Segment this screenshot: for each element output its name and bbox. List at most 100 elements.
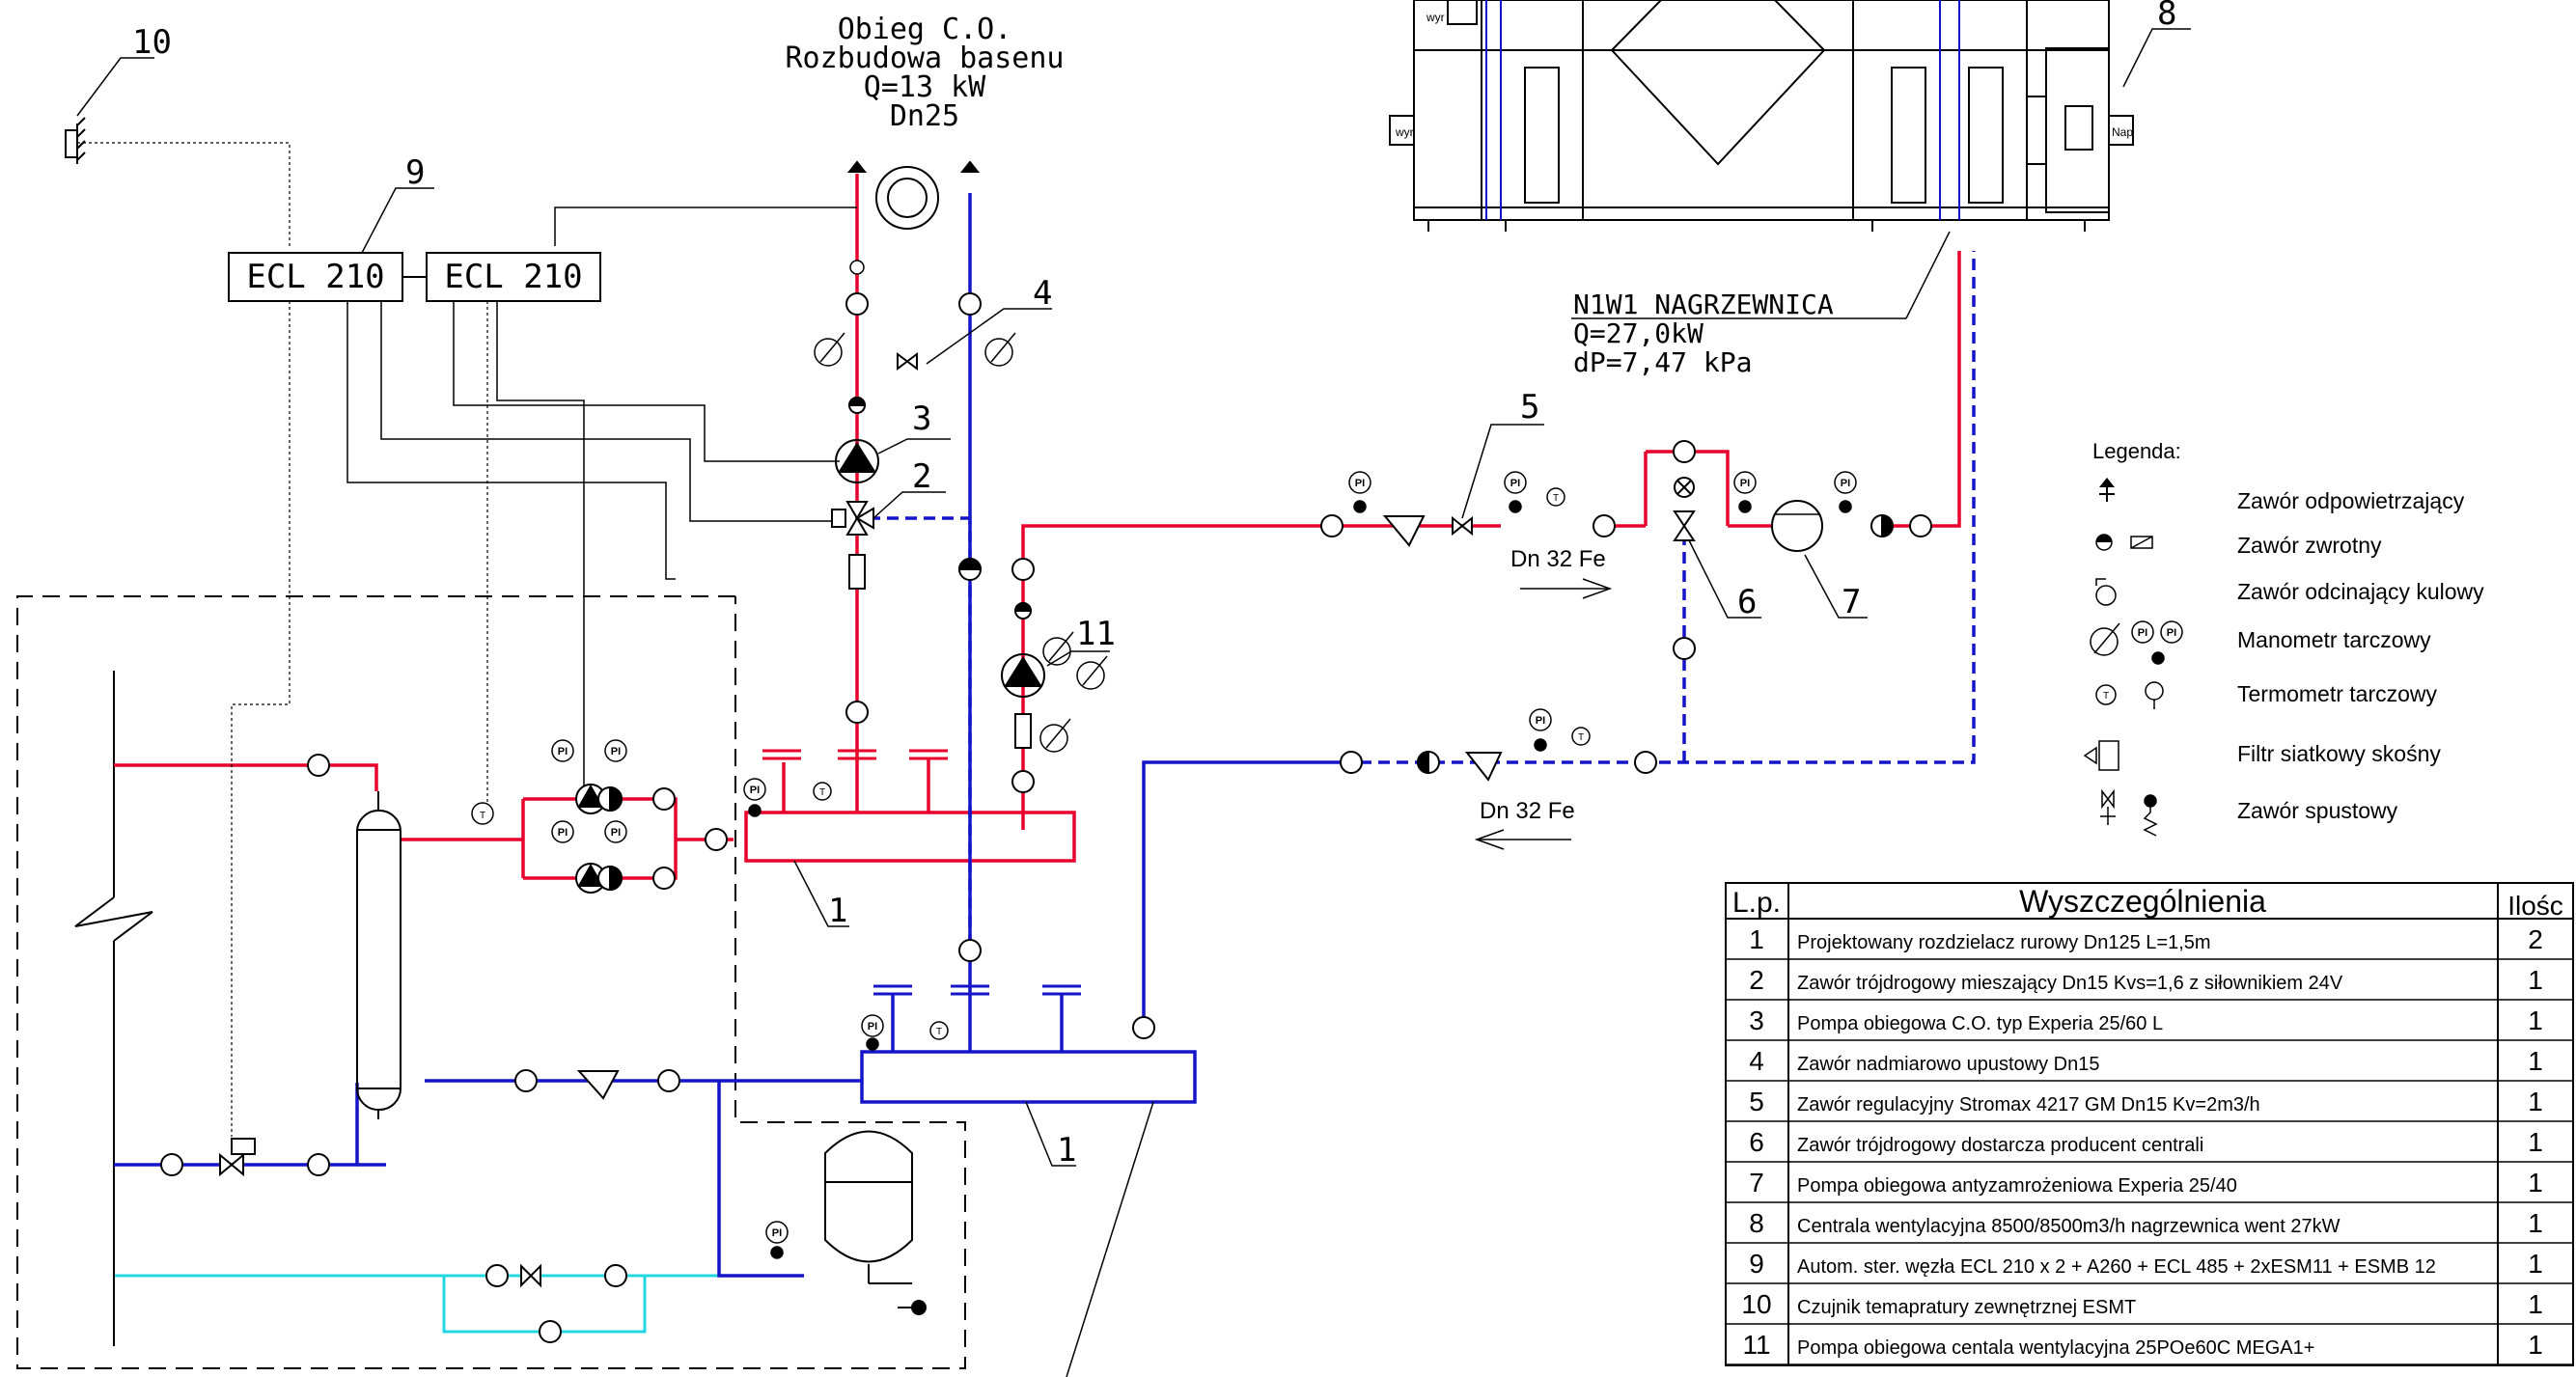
pi-tag: PI (772, 1227, 782, 1239)
table-cell-description: Pompa obiegowa antyzamrożeniowa Experia … (1797, 1175, 2237, 1197)
table-cell-number: 10 (1741, 1289, 1771, 1319)
table-cell-number: 8 (1749, 1208, 1764, 1238)
table-cell-description: Autom. ster. węzła ECL 210 x 2 + A260 + … (1797, 1256, 2436, 1278)
table-cell-description: Projektowany rozdzielacz rurowy Dn125 L=… (1797, 932, 2211, 953)
table-cell-number: 2 (1749, 965, 1764, 995)
top-note-line: Rozbudowa basenu (786, 41, 1065, 75)
ball-valve-icon (2095, 578, 2117, 606)
callout-number: 7 (1842, 583, 1861, 621)
pump-11 (1001, 653, 1045, 698)
flow-supply-label: Dn 32 Fe (1510, 546, 1606, 572)
table-cell-number: 6 (1749, 1127, 1764, 1157)
expansion-vessel (824, 1130, 913, 1284)
table-cell-quantity: 1 (2528, 1249, 2543, 1279)
pump-3 (835, 439, 879, 483)
table-cell-quantity: 2 (2528, 924, 2543, 954)
unit-port-label: wyr (1395, 125, 1414, 139)
thermometers (471, 260, 1591, 1040)
t-tag: T (819, 787, 825, 798)
heating-circuit-exchanger (846, 160, 981, 230)
legend-label: Zawór spustowy (2237, 798, 2398, 823)
pi-tag: PI (558, 827, 568, 839)
callout-number: 8 (2157, 0, 2176, 33)
table-cell-description: Zawór regulacyjny Stromax 4217 GM Dn15 K… (1797, 1094, 2260, 1115)
drain-valve-icon (898, 1300, 927, 1315)
table-cell-quantity: 1 (2528, 1168, 2543, 1198)
legend: Legenda: Zawór odpowietrzający Zawór zwr… (2083, 439, 2484, 837)
table-cell-number: 11 (1742, 1330, 1770, 1360)
hydraulic-separator (356, 791, 402, 1119)
check-valves (597, 397, 1894, 892)
legend-label: Manometr tarczowy (2237, 627, 2431, 652)
legend-label: Termometr tarczowy (2237, 681, 2438, 706)
table-cell-description: Zawór trójdrogowy mieszający Dn15 Kvs=1,… (1797, 973, 2343, 994)
three-way-valve-6 (1673, 477, 1696, 541)
three-way-valve-2 (831, 501, 874, 536)
table-cell-number: 5 (1749, 1087, 1764, 1116)
callout-number: 2 (912, 457, 931, 496)
pi-tag: PI (1740, 478, 1750, 489)
ball-valves (160, 292, 1932, 1343)
pi-tag: PI (558, 746, 568, 757)
strainer-icon (576, 515, 1503, 1100)
top-note-line: Obieg C.O. (838, 13, 1012, 46)
t-tag: T (2103, 691, 2109, 702)
legend-label: Zawór zwrotny (2237, 533, 2382, 558)
flow-return-label: Dn 32 Fe (1480, 798, 1575, 824)
top-note-line: Dn25 (890, 99, 959, 133)
legend-label: Zawór odpowietrzający (2237, 488, 2465, 513)
outdoor-sensor (65, 117, 86, 164)
pi-tag: PI (2167, 627, 2176, 639)
strainer-icon (2083, 740, 2119, 771)
table-cell-description: Centrala wentylacyjna 8500/8500m3/h nagr… (1797, 1216, 2341, 1237)
table-cell-quantity: 1 (2528, 1005, 2543, 1035)
heater-note: N1W1 NAGRZEWNICA Q=27,0kW dP=7,47 kPa (1571, 231, 1951, 378)
table-cell-number: 1 (1749, 924, 1764, 954)
heater-note-line: dP=7,47 kPa (1573, 346, 1752, 378)
flow-supply: Dn 32 Fe (1510, 546, 1613, 599)
primary-pump-group (575, 784, 606, 894)
table-cell-quantity: 1 (2528, 1289, 2543, 1319)
controller-label: ECL 210 (444, 258, 582, 296)
table-cell-description: Pompa obiegowa C.O. typ Experia 25/60 L (1797, 1013, 2163, 1034)
callout-number: 3 (912, 399, 931, 438)
callout-number: 10 (132, 23, 172, 62)
callout-number: 5 (1520, 388, 1539, 427)
building-wall-break (74, 671, 153, 1346)
table-cell-quantity: 1 (2528, 1330, 2543, 1360)
table-header: L.p. (1732, 887, 1781, 919)
pressure-gauge-icon: PI PI (2090, 620, 2183, 665)
air-handling-unit (1389, 0, 2134, 232)
legend-title: Legenda: (2092, 439, 2181, 463)
table-cell-number: 3 (1749, 1005, 1764, 1035)
table-cell-quantity: 1 (2528, 1127, 2543, 1157)
callout-number: 6 (1737, 583, 1757, 621)
legend-label: Zawór odcinający kulowy (2237, 579, 2484, 604)
controller-label: ECL 210 (246, 258, 384, 296)
air-vent-icon (2099, 478, 2115, 502)
cold-water-line (114, 1274, 719, 1334)
pi-tag: PI (611, 746, 621, 757)
t-tag: T (1553, 493, 1559, 504)
table-header: Ilośc (2507, 891, 2563, 921)
control-wiring (346, 207, 857, 791)
table-cell-description: Pompa obiegowa centala wentylacyjna 25PO… (1797, 1337, 2314, 1359)
pi-tag: PI (611, 827, 621, 839)
table-cell-quantity: 1 (2528, 965, 2543, 995)
callout-number: 9 (405, 153, 425, 192)
ecl-controller-right: ECL 210 (426, 252, 601, 302)
top-note: Obieg C.O. Rozbudowa basenu Q=13 kW Dn25 (786, 13, 1065, 133)
unit-port-labels: wyr wyr Nap (1395, 11, 2133, 139)
callout-number: 11 (1076, 615, 1116, 653)
table-cell-number: 7 (1749, 1168, 1764, 1198)
table-cell-quantity: 1 (2528, 1087, 2543, 1116)
pi-tag: PI (2138, 627, 2147, 639)
callout-numbers: 1 1 2 3 4 5 6 7 8 9 10 11 (132, 0, 2176, 1170)
sensor-wiring (77, 142, 488, 1137)
equipment-boundary (16, 595, 966, 1369)
callouts (76, 28, 2191, 1377)
table-cell-quantity: 1 (2528, 1046, 2543, 1076)
table-cell-description: Czujnik temapratury zewnętrznej ESMT (1797, 1297, 2136, 1318)
thermometer-icon: T (2095, 681, 2164, 709)
heater-note-line: Q=27,0kW (1573, 317, 1703, 349)
